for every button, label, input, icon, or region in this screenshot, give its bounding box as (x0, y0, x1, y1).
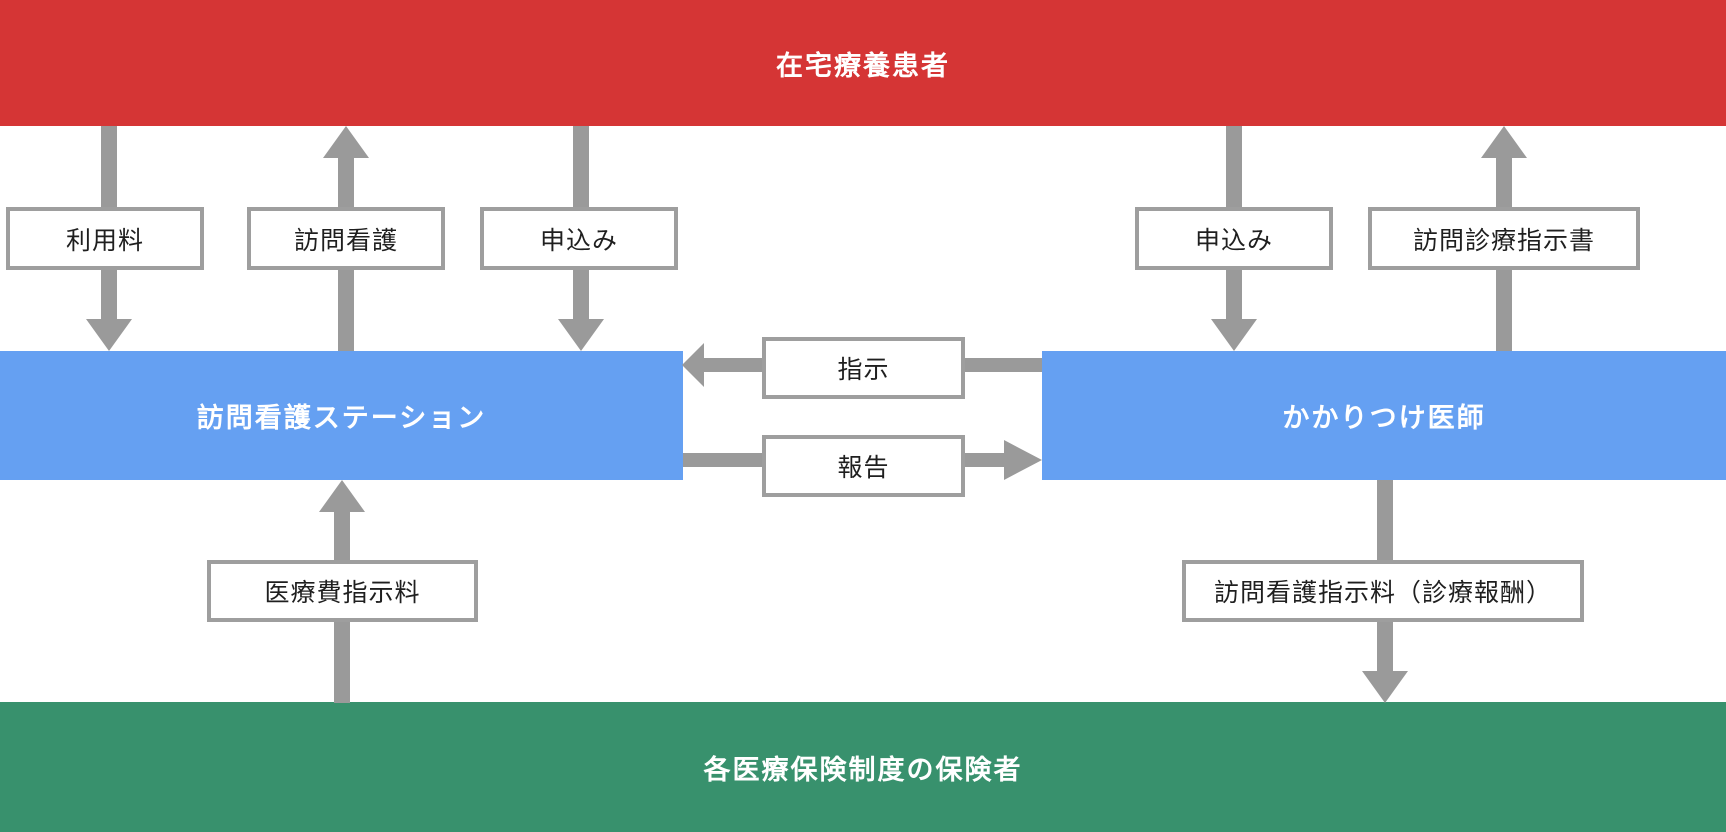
arrow-application-left-down (558, 126, 604, 351)
node-family-doctor: かかりつけ医師 (1042, 351, 1726, 480)
edge-label-nursing-instruction-fee: 訪問看護指示料（診療報酬） (1182, 560, 1584, 622)
edge-label-report: 報告 (762, 435, 965, 497)
node-family-doctor-label: かかりつけ医師 (1282, 403, 1486, 433)
edge-label-visiting-nursing: 訪問看護 (247, 207, 445, 270)
arrow-head-up-icon (323, 126, 369, 158)
node-nursing-station: 訪問看護ステーション (0, 351, 683, 480)
node-patient-label: 在宅療養患者 (776, 50, 950, 81)
node-insurer: 各医療保険制度の保険者 (0, 702, 1726, 832)
arrow-head-up-icon (1481, 126, 1527, 158)
edge-label-usage-fee: 利用料 (6, 207, 204, 270)
arrow-head-up-icon (319, 480, 365, 512)
edge-label-application-left: 申込み (480, 207, 678, 270)
arrow-head-down-icon (1362, 671, 1408, 703)
arrow-head-left-icon (682, 343, 704, 387)
arrow-head-right-icon (1004, 440, 1042, 480)
node-nursing-station-label: 訪問看護ステーション (196, 403, 487, 433)
node-insurer-label: 各医療保険制度の保険者 (703, 754, 1023, 785)
edge-label-visit-directive: 訪問診療指示書 (1368, 207, 1640, 270)
edge-label-application-right: 申込み (1135, 207, 1333, 270)
arrow-head-down-icon (86, 319, 132, 351)
edge-label-instruction: 指示 (762, 337, 965, 399)
node-patient: 在宅療養患者 (0, 0, 1726, 126)
arrow-head-down-icon (1211, 319, 1257, 351)
edge-label-medical-fee: 医療費指示料 (207, 560, 478, 622)
arrow-head-down-icon (558, 319, 604, 351)
